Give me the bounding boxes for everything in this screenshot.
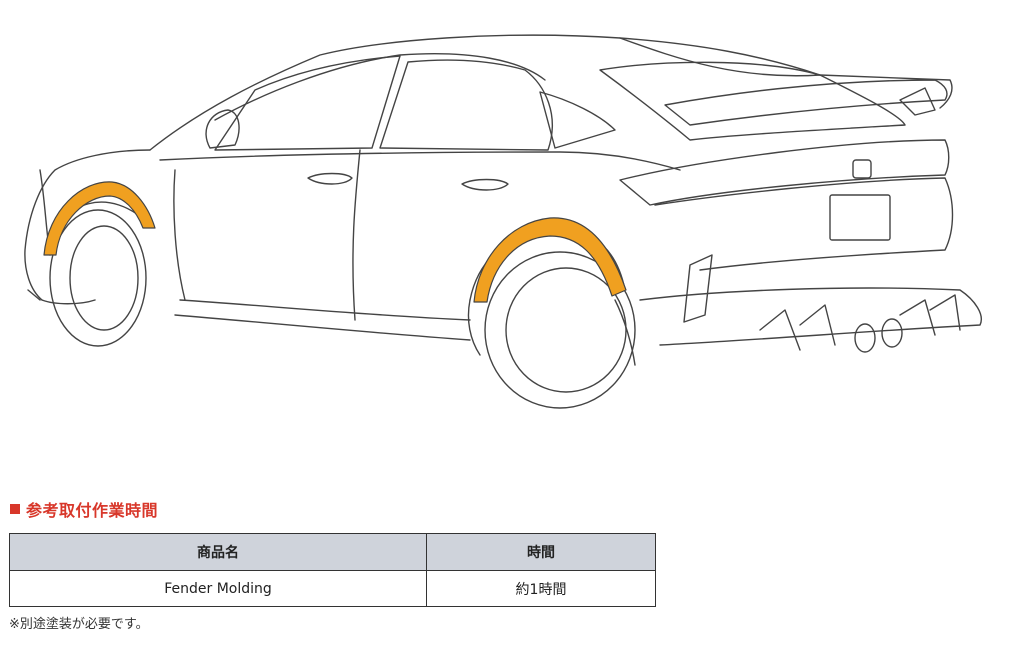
- hood-line: [24, 149, 151, 301]
- side-mirror: [205, 109, 240, 149]
- front-window: [214, 55, 401, 151]
- product-name-cell: Fender Molding: [9, 570, 427, 607]
- table-header-row: 商品名 時間: [9, 533, 656, 571]
- spoiler-stand: [899, 87, 936, 116]
- c-pillar-window: [539, 91, 616, 149]
- column-header-time: 時間: [426, 533, 656, 571]
- diffuser: [759, 294, 961, 351]
- rear-door-handle: [461, 178, 509, 191]
- exhaust-right: [881, 318, 903, 348]
- car-illustration: [24, 34, 982, 409]
- rocker-panel: [174, 299, 471, 341]
- rear-fender-molding: [473, 217, 627, 303]
- emblem: [852, 159, 872, 179]
- tail-light-bar: [619, 139, 950, 206]
- installation-time-table: 商品名 時間 Fender Molding 約1時間: [9, 533, 656, 607]
- front-fender-molding: [43, 181, 156, 256]
- exhaust-left: [854, 323, 876, 353]
- belt-line: [159, 151, 681, 171]
- rear-side-reflector: [683, 254, 713, 323]
- roof-inner-line: [214, 53, 546, 121]
- rear-quarter-lower: [467, 299, 636, 366]
- square-bullet-icon: [10, 504, 20, 514]
- table-row: Fender Molding 約1時間: [9, 570, 656, 607]
- time-cell: 約1時間: [426, 570, 656, 607]
- door-split: [352, 149, 361, 321]
- rear-rim: [505, 267, 627, 393]
- front-door-handle: [307, 172, 353, 185]
- front-rim: [69, 225, 139, 331]
- rear-tire: [484, 251, 636, 409]
- trunk-line: [619, 37, 953, 109]
- section-title-text: 参考取付作業時間: [26, 501, 159, 520]
- car-line-drawing: [24, 34, 982, 409]
- footnote: ※別途塗装が必要です。: [9, 617, 149, 632]
- rear-window: [379, 59, 553, 151]
- rear-window-glass: [599, 61, 906, 141]
- front-door-edge: [173, 169, 186, 301]
- spoiler: [664, 79, 948, 126]
- front-tire: [49, 209, 147, 347]
- trunk-lid: [654, 177, 954, 271]
- license-plate: [829, 194, 891, 241]
- column-header-product-name: 商品名: [9, 533, 427, 571]
- section-title: 参考取付作業時間: [10, 497, 158, 521]
- roof-line: [149, 34, 821, 151]
- rear-bumper: [639, 287, 982, 346]
